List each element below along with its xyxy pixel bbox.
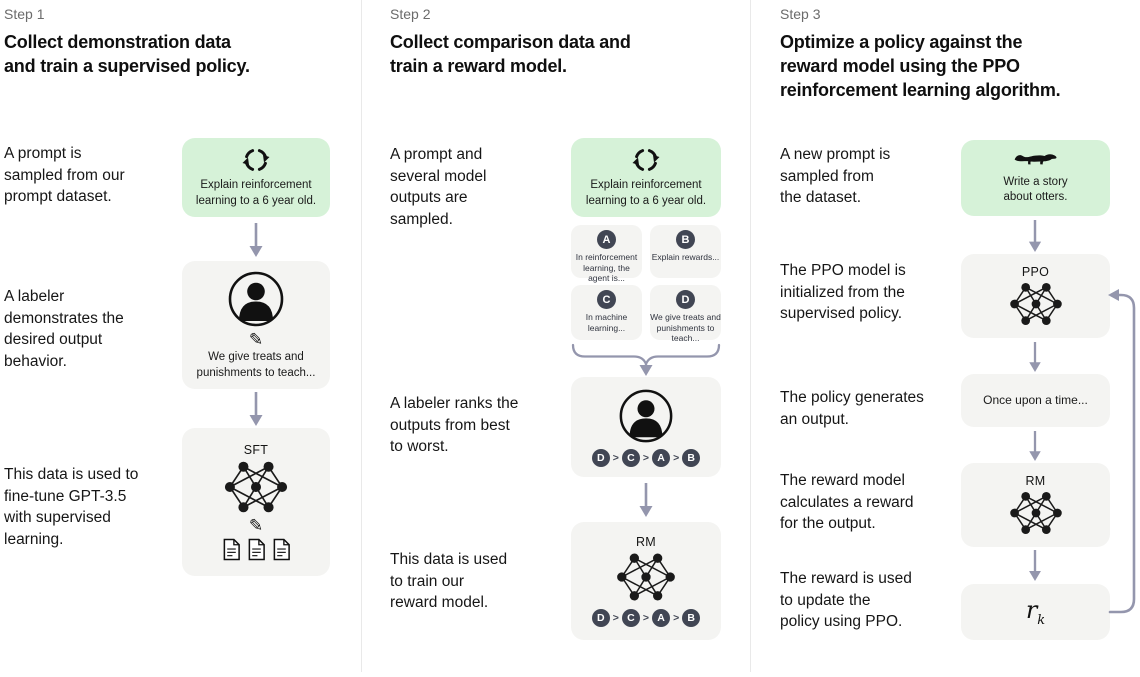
caption: A new prompt is sampled from the dataset… (780, 146, 891, 207)
rank-badge: A (652, 609, 671, 627)
ranking-row: D > C > A > B (591, 609, 701, 627)
caption: The policy generates an output. (780, 389, 924, 428)
down-arrow (249, 223, 263, 257)
badge-d: D (676, 290, 695, 309)
reward-variable: rk (1025, 596, 1046, 628)
neural-network-icon (1007, 490, 1065, 536)
cycle-icon (242, 146, 270, 174)
documents-row (222, 538, 291, 561)
reward-value-box: rk (961, 584, 1110, 640)
down-arrow (1029, 431, 1041, 461)
model-output-card: C In machine learning... (571, 285, 642, 340)
down-arrow (249, 392, 263, 426)
model-label: PPO (1021, 265, 1050, 279)
step-title: Optimize a policy against the reward mod… (780, 32, 1061, 100)
caption: This data is used to fine-tune GPT-3.5 w… (4, 466, 139, 549)
neural-network-icon (1007, 281, 1065, 327)
prompt-text: Explain reinforcement learning to a 6 ye… (195, 179, 317, 207)
caption: A labeler demonstrates the desired outpu… (4, 288, 124, 371)
labeler-icon (226, 269, 286, 329)
rank-badge: C (621, 609, 640, 627)
prompt-box: Explain reinforcement learning to a 6 ye… (182, 138, 330, 217)
rank-badge: C (621, 449, 640, 467)
ppo-model-box: PPO (961, 254, 1110, 338)
model-output-card: A In reinforcement learning, the agent i… (571, 225, 642, 283)
sft-model-box: SFT ✎ (182, 428, 330, 576)
pencil-icon: ✎ (248, 330, 264, 350)
badge-b: B (676, 230, 695, 249)
column-divider (750, 0, 751, 672)
brace (571, 343, 721, 376)
ranking-row: D > C > A > B (591, 449, 701, 467)
caption: The reward model calculates a reward for… (780, 472, 914, 533)
prompt-box: Explain reinforcement learning to a 6 ye… (571, 138, 721, 217)
badge-a: A (597, 230, 616, 249)
loop-arrow (1108, 289, 1136, 614)
prompt-box: Write a story about otters. (961, 140, 1110, 216)
output-text: Once upon a time... (983, 392, 1088, 407)
generated-output-box: Once upon a time... (961, 374, 1110, 427)
otter-icon (1014, 151, 1058, 171)
step-label: Step 3 (780, 6, 821, 22)
caption: A labeler ranks the outputs from best to… (390, 395, 519, 456)
neural-network-icon (613, 551, 679, 603)
caption: The PPO model is initialized from the su… (780, 262, 906, 323)
caption: This data is used to train our reward mo… (390, 551, 508, 612)
document-icon (273, 538, 290, 561)
neural-network-icon (221, 459, 291, 515)
rank-badge: D (591, 609, 610, 627)
rank-badge: B (682, 609, 701, 627)
rank-badge: A (652, 449, 671, 467)
badge-c: C (597, 290, 616, 309)
reward-model-box: RM (961, 463, 1110, 547)
model-output-card: B Explain rewards... (650, 225, 721, 278)
prompt-text: Write a story about otters. (1003, 175, 1068, 203)
step-label: Step 1 (4, 6, 45, 22)
labeler-box: ✎ We give treats and punishments to teac… (182, 261, 330, 389)
caption: A prompt is sampled from our prompt data… (4, 145, 125, 206)
model-label: RM (635, 535, 657, 549)
document-icon (248, 538, 265, 561)
caption: The reward is used to update the policy … (780, 570, 912, 631)
model-output-card: D We give treats and punishments to teac… (650, 285, 721, 343)
document-icon (223, 538, 240, 561)
labeler-icon (617, 387, 675, 445)
step-title: Collect comparison data and train a rewa… (390, 32, 631, 76)
step-label: Step 2 (390, 6, 431, 22)
reward-model-box: RM D > C > (571, 522, 721, 640)
rank-badge: B (682, 449, 701, 467)
ranking-labeler-box: D > C > A > B (571, 377, 721, 477)
down-arrow (1029, 342, 1041, 372)
down-arrow (1028, 220, 1042, 252)
step-title: Collect demonstration data and train a s… (4, 32, 250, 76)
caption: A prompt and several model outputs are s… (390, 146, 487, 229)
down-arrow (639, 483, 653, 517)
cycle-icon (632, 146, 660, 174)
pencil-icon: ✎ (248, 516, 264, 535)
down-arrow (1029, 550, 1041, 581)
rank-badge: D (591, 449, 610, 467)
column-divider (361, 0, 362, 672)
model-label: SFT (243, 443, 269, 457)
prompt-text: Explain reinforcement learning to a 6 ye… (585, 179, 707, 207)
model-label: RM (1025, 474, 1046, 488)
labeler-demo-text: We give treats and punishments to teach.… (196, 351, 316, 379)
